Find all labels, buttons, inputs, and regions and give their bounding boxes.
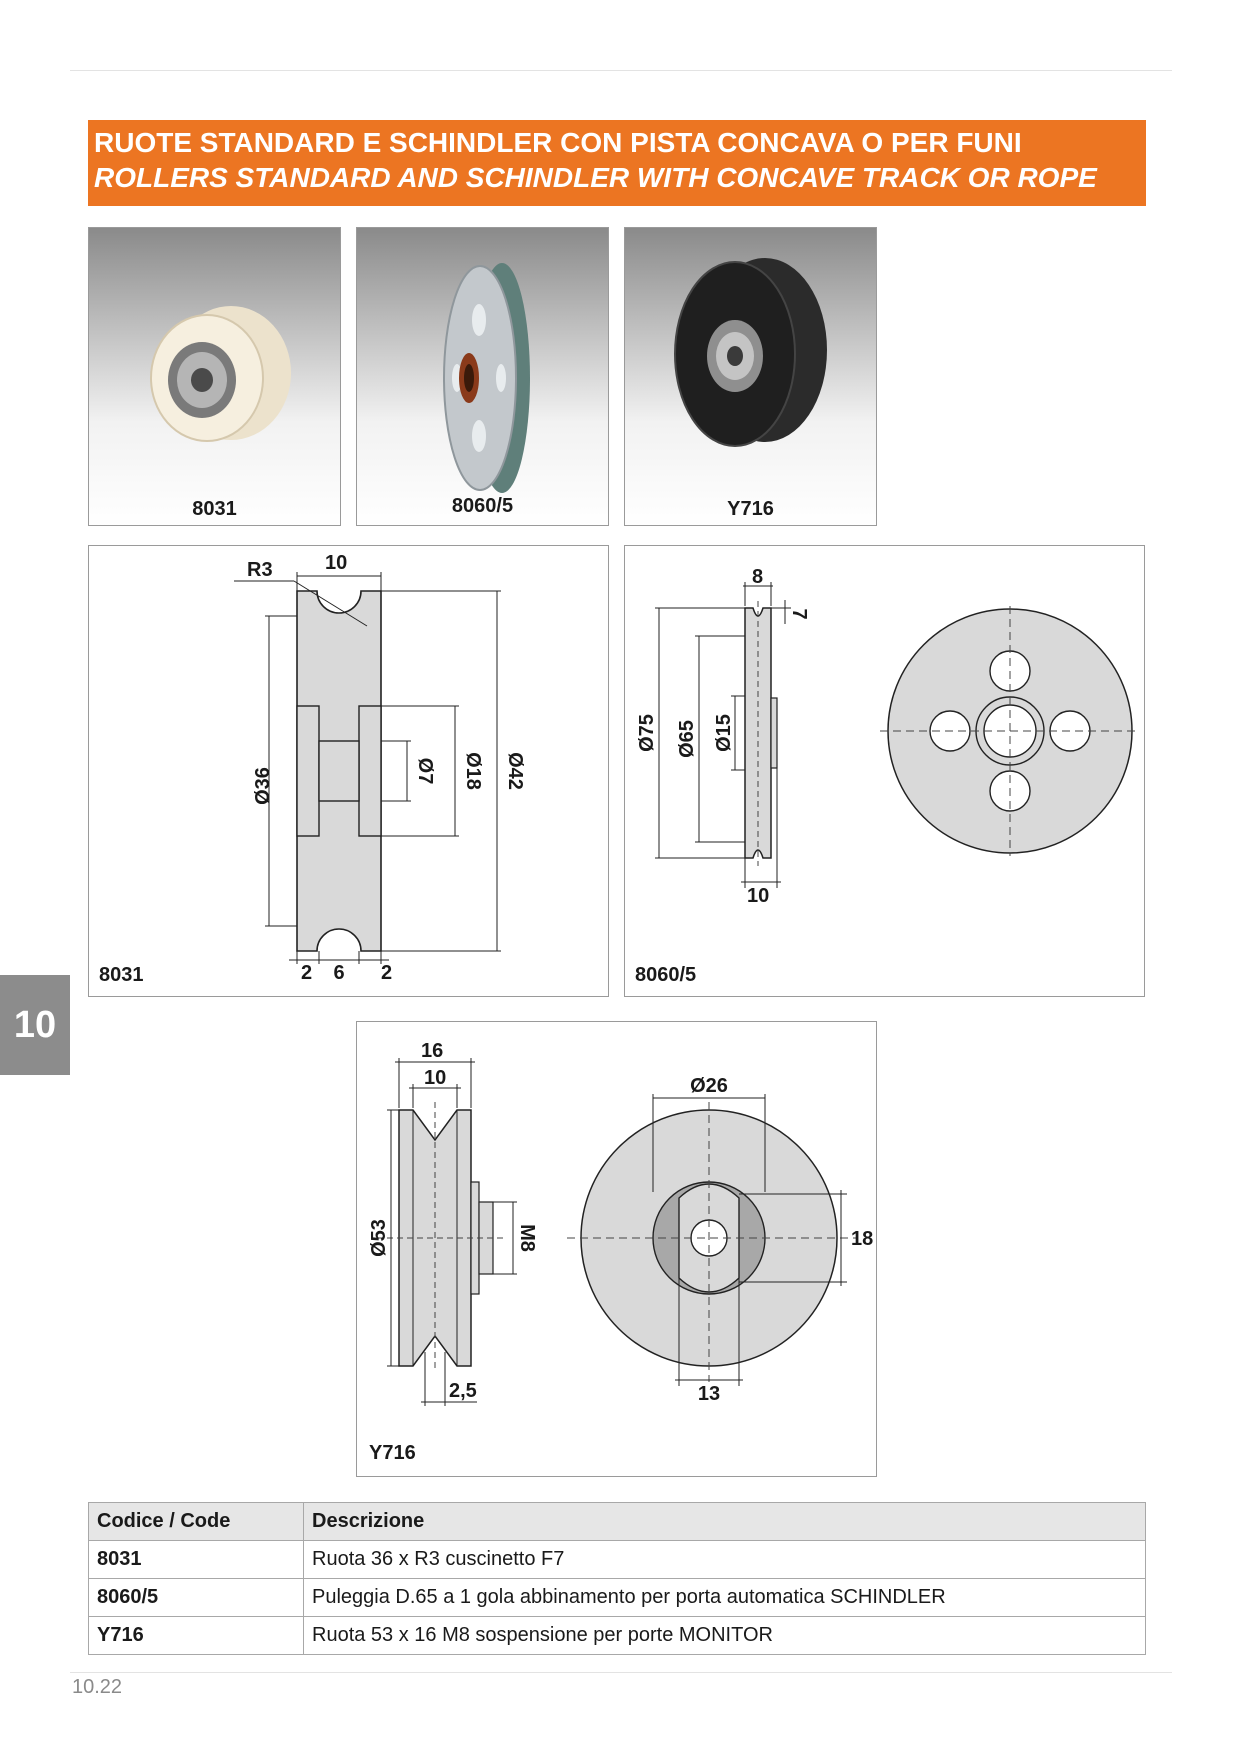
- top-rule: [70, 70, 1172, 71]
- photo-8031: 8031: [88, 227, 341, 526]
- dim-thread-m8: M8: [516, 1224, 538, 1252]
- row-description: Puleggia D.65 a 1 gola abbinamento per p…: [303, 1578, 1146, 1617]
- drawing-code: Y716: [369, 1442, 416, 1464]
- table-header-row: Codice / Code Descrizione: [88, 1502, 1146, 1541]
- product-table: Codice / Code Descrizione 8031 Ruota 36 …: [88, 1502, 1146, 1655]
- roller-8031-image: [89, 228, 340, 525]
- drawing-y716-svg: 16 10 Ø53 M8 2,5 Ø26: [368, 1040, 873, 1406]
- dim-height-7: 7: [788, 608, 810, 619]
- dim-dia-15: Ø15: [713, 714, 735, 752]
- photo-8060-5: 8060/5: [356, 227, 609, 526]
- drawing-code: 8031: [99, 964, 144, 986]
- bottom-rule: [70, 1672, 1172, 1673]
- dim-width-13: 13: [698, 1383, 720, 1405]
- dim-dia-42: Ø42: [504, 752, 526, 790]
- section-title: RUOTE STANDARD E SCHINDLER CON PISTA CON…: [88, 120, 1146, 206]
- header-description: Descrizione: [303, 1502, 1146, 1541]
- row-description: Ruota 53 x 16 M8 sospensione per porte M…: [303, 1616, 1146, 1655]
- dim-dia-26: Ø26: [690, 1075, 728, 1097]
- dim-height-18: 18: [851, 1228, 873, 1250]
- dim-dia-65: Ø65: [676, 720, 698, 758]
- dim-width-10: 10: [325, 552, 347, 574]
- row-description: Ruota 36 x R3 cuscinetto F7: [303, 1540, 1146, 1579]
- dim-bottom-6: 6: [333, 962, 344, 984]
- dim-bottom-10: 10: [747, 885, 769, 907]
- photo-code: 8060/5: [451, 495, 514, 517]
- page-number: 10.22: [72, 1676, 123, 1698]
- wheel-y716-image: [625, 228, 876, 525]
- drawing-y716: 16 10 Ø53 M8 2,5 Ø26: [356, 1021, 877, 1477]
- dim-bottom-2-5: 2,5: [449, 1380, 477, 1402]
- drawing-8060-5: 8 7 Ø75 Ø65 Ø15 10 8: [624, 545, 1145, 997]
- dim-dia-7: Ø7: [414, 758, 436, 785]
- table-row: 8031 Ruota 36 x R3 cuscinetto F7: [88, 1540, 1146, 1579]
- title-english: ROLLERS STANDARD AND SCHINDLER WITH CONC…: [94, 162, 1097, 193]
- row-code: 8060/5: [88, 1578, 304, 1617]
- pulley-8060-image: [357, 228, 608, 525]
- table-row: Y716 Ruota 53 x 16 M8 sospensione per po…: [88, 1616, 1146, 1655]
- photo-y716: Y716: [624, 227, 877, 526]
- dim-width-10: 10: [424, 1067, 446, 1089]
- drawing-code: 8060/5: [635, 964, 697, 986]
- drawing-8031-svg: 10 R3 Ø36 Ø7 Ø18 Ø42 2 6 2: [234, 552, 526, 984]
- drawing-8060-svg: 8 7 Ø75 Ø65 Ø15 10: [636, 566, 1140, 907]
- dim-bottom-2b: 2: [381, 962, 392, 984]
- section-tab: 10: [0, 975, 70, 1075]
- title-italian: RUOTE STANDARD E SCHINDLER CON PISTA CON…: [94, 127, 1022, 158]
- row-code: 8031: [88, 1540, 304, 1579]
- dim-dia-53: Ø53: [368, 1219, 390, 1257]
- photo-code: 8031: [192, 498, 237, 520]
- row-code: Y716: [88, 1616, 304, 1655]
- dim-width-16: 16: [421, 1040, 443, 1062]
- header-code: Codice / Code: [88, 1502, 304, 1541]
- photo-code: Y716: [727, 498, 774, 520]
- dim-width-8: 8: [752, 566, 763, 588]
- table-row: 8060/5 Puleggia D.65 a 1 gola abbinament…: [88, 1578, 1146, 1617]
- drawing-8031: 10 R3 Ø36 Ø7 Ø18 Ø42 2 6 2 8031: [88, 545, 609, 997]
- dim-bottom-2a: 2: [301, 962, 312, 984]
- dim-dia-18: Ø18: [462, 752, 484, 790]
- dim-dia-36: Ø36: [252, 767, 274, 805]
- dim-radius-r3: R3: [247, 559, 273, 581]
- dim-dia-75: Ø75: [636, 714, 658, 752]
